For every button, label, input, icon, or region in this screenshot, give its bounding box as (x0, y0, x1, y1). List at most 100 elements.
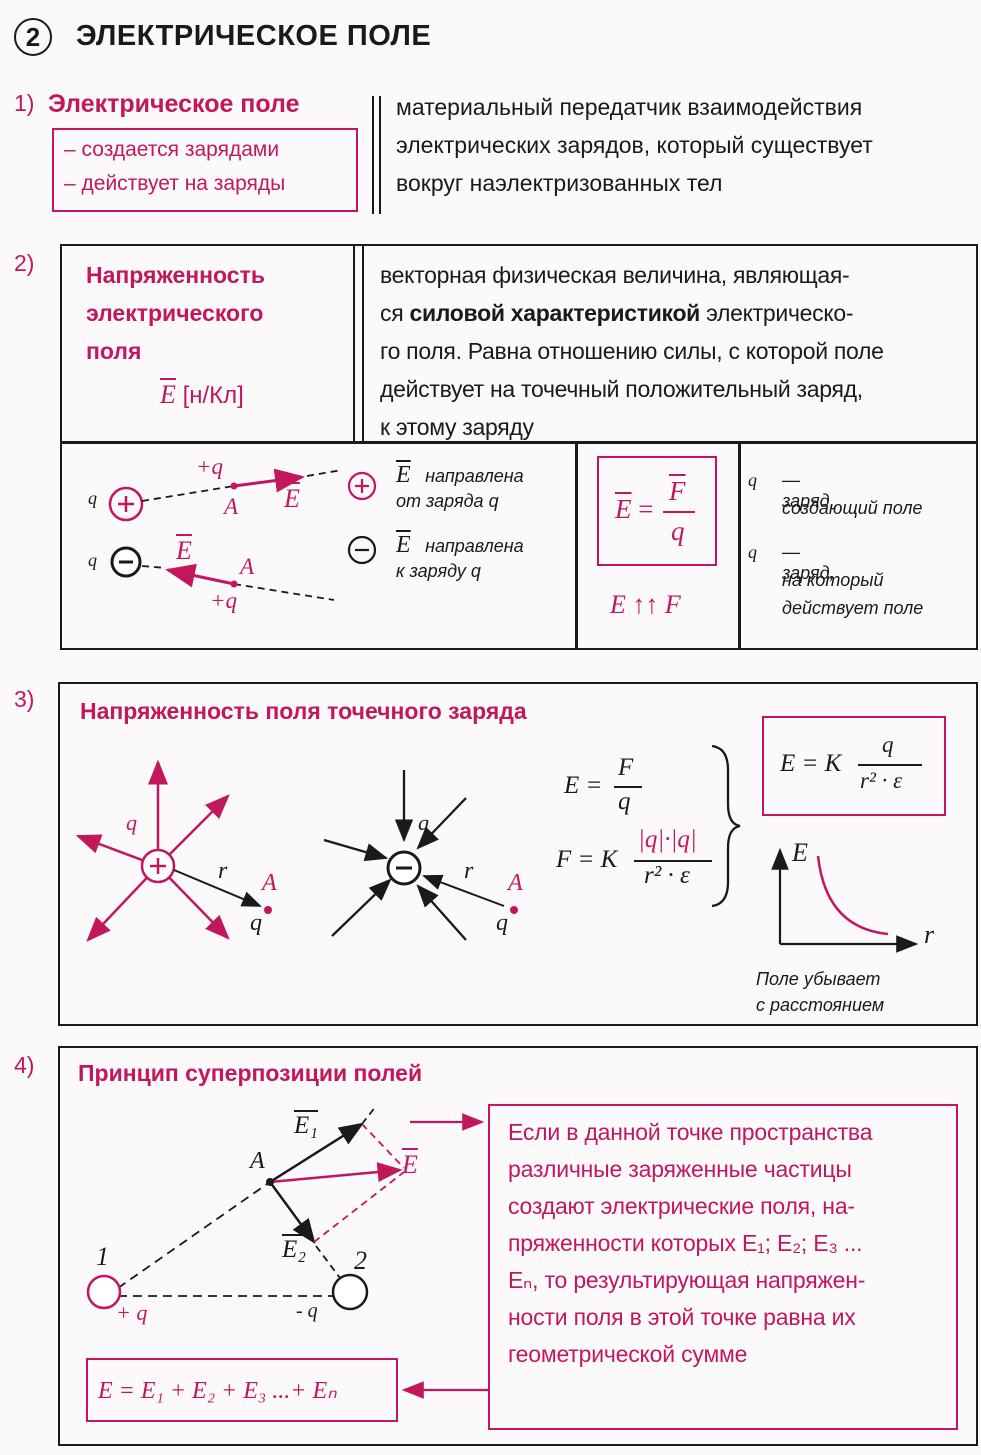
axis-label-e: E (792, 838, 808, 867)
formula-numerator: F (669, 476, 686, 506)
point-label: A (240, 554, 255, 579)
divider (353, 246, 355, 442)
unit-text: [н/Кл] (182, 382, 244, 409)
e-vector-arrow (233, 468, 305, 493)
vector-sum-formula-box: E = E₁ + E₂ + E₃ ...+ Eₙ (86, 1358, 398, 1422)
fraction-bar (614, 786, 642, 788)
sum-pointer (401, 1381, 488, 1399)
charge-label: + q (116, 1300, 148, 1325)
text-span: ся (380, 300, 410, 326)
graph-caption: Поле убывает с расстоянием (756, 966, 884, 1018)
legend-text: — заряд, (782, 542, 835, 583)
fraction-bar (634, 860, 712, 862)
negative-charge-icon (347, 535, 377, 565)
formula-lhs: F = K (556, 846, 618, 873)
direction-text: от заряда q (396, 491, 499, 511)
section-4-title: Принцип суперпозиции полей (78, 1060, 423, 1086)
vector-label-e2: E₂ (282, 1236, 306, 1263)
legend-symbol: q (748, 542, 757, 562)
vector-label-e: E (402, 1150, 418, 1179)
legend-text: создающий поле (782, 498, 923, 518)
definition-line: ся силовой характеристикой электрическо- (380, 294, 884, 332)
formula-eq: = (638, 494, 654, 524)
formula-denominator: r² · ε (860, 768, 903, 793)
legend-symbol: q (748, 470, 757, 490)
caption-line: Поле убывает (756, 969, 881, 989)
distance-label: r (218, 858, 228, 884)
bold-term: силовой характеристикой (409, 300, 701, 326)
double-divider (379, 96, 381, 214)
formula-lhs: E = (615, 494, 653, 525)
text-line: пряженности которых E₁; E₂; E₃ ... (508, 1230, 863, 1256)
title-line: Напряженность (86, 262, 265, 288)
vector-sum-formula: E = E₁ + E₂ + E₃ ...+ Eₙ (98, 1378, 337, 1404)
legend-text: на который (782, 570, 884, 590)
e-vector-arrow (165, 563, 235, 588)
charge-number-1: 1 (96, 1242, 109, 1271)
formula-denominator: q (671, 516, 685, 546)
section-4-frame (58, 1046, 978, 1446)
prop-item: – создается зарядами (64, 138, 280, 161)
direction-text: к заряду q (396, 561, 481, 581)
formula-numerator: q (882, 732, 894, 757)
vector-label-e1: E₁ (294, 1112, 318, 1139)
definition-line: к этому заряду (380, 414, 534, 440)
vector-e-symbol: E (396, 532, 411, 558)
section-3-title: Напряженность поля точечного заряда (80, 698, 527, 724)
section-2-frame (60, 244, 978, 650)
vector-e-symbol: E (396, 462, 411, 488)
field-decay-graph (771, 847, 919, 953)
page-title: ЭЛЕКТРИЧЕСКОЕ ПОЛЕ (76, 20, 432, 52)
legend-text: действует поле (782, 598, 924, 618)
formula-numerator: F (618, 754, 634, 781)
vector-e-symbol: E (160, 380, 176, 409)
point-charge-formula-box: E = K q r² · ε (762, 716, 946, 816)
charge-label: q (496, 910, 508, 936)
text-line: Eₙ, то результирующая напряжен- (508, 1267, 866, 1293)
prop-item: – действует на заряды (64, 172, 286, 195)
definition-line: векторная физическая величина, являющая- (380, 262, 850, 288)
positive-charge-icon (347, 471, 377, 501)
section-3-frame (58, 682, 978, 1026)
text-line: создают электрические поля, на- (508, 1193, 855, 1219)
direction-text: направлена (425, 466, 524, 486)
superposition-text-box: Если в данной точке пространства различн… (488, 1104, 958, 1430)
point-label: A (224, 494, 239, 519)
charge-label: - q (296, 1300, 318, 1322)
formula-lhs: E = (564, 772, 603, 799)
superposition-text: Если в данной точке пространства различн… (508, 1114, 872, 1373)
formula-numerator: |q|·|q| (638, 826, 697, 853)
field-formula-box: E = F q (597, 456, 717, 566)
point-label: A (250, 1148, 265, 1174)
title-line: поля (86, 338, 142, 364)
point-label: A (508, 870, 523, 896)
positive-charge-icon (108, 486, 144, 522)
text-line: различные заряженные частицы (508, 1156, 852, 1182)
unit-label: E [н/Кл] (160, 380, 244, 410)
superposition-diagram (86, 1105, 485, 1311)
section-1-definition: материальный передатчик взаимодействия э… (396, 88, 873, 202)
distance-label: r (464, 858, 474, 884)
section-2-number: 2) (14, 250, 35, 276)
point-charge-field-diagram (75, 744, 741, 942)
definition-line: материальный передатчик взаимодействия (396, 94, 863, 120)
title-line: электрического (86, 300, 264, 326)
field-direction-diagram (108, 468, 377, 601)
definition-line: вокруг наэлектризованных тел (396, 170, 723, 196)
point-label: A (262, 870, 277, 896)
text-span: электрическо- (700, 300, 854, 326)
formula-lhs: E = K (780, 750, 842, 777)
fraction-bar (858, 764, 922, 766)
text-line: ности поля в этой точке равна их (508, 1304, 856, 1330)
definition-line: электрических зарядов, который существуе… (396, 132, 873, 158)
direction-to-charge: E направлена к заряду q (396, 532, 524, 582)
codirectional-formula: E ↑↑ F (610, 590, 681, 619)
section-2-title: Напряженность электрического поля (86, 256, 265, 370)
divider (61, 441, 976, 444)
legend-text: — заряд, (782, 470, 835, 511)
section-4-number: 4) (14, 1052, 35, 1078)
charge-label: q (88, 488, 97, 508)
charge-label: q (88, 550, 97, 570)
divider (362, 246, 364, 442)
charge-label: +q (196, 454, 224, 479)
